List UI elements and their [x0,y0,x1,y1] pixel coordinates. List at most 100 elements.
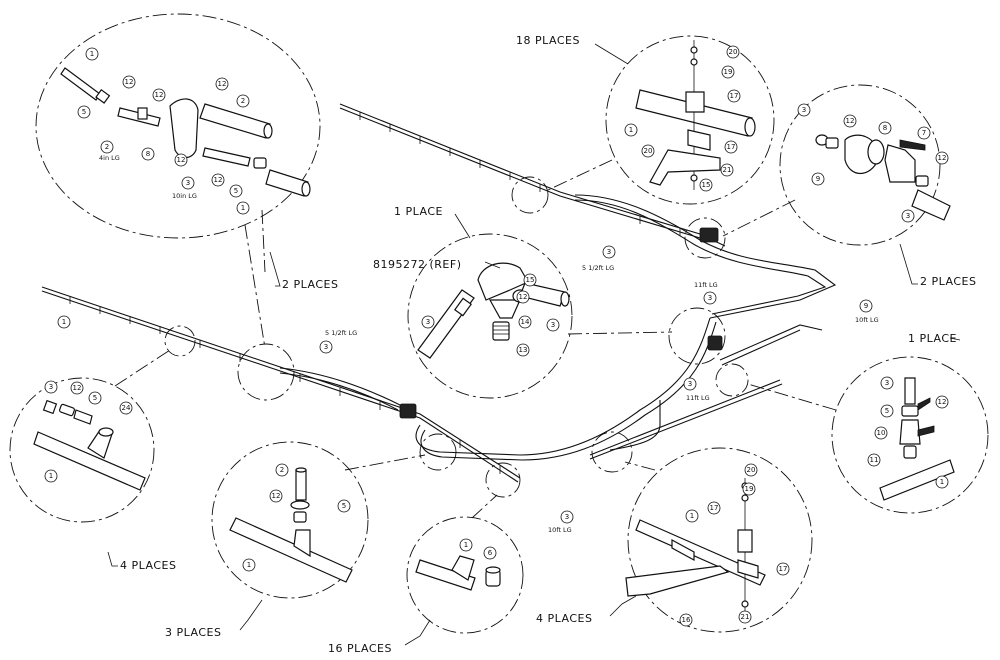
balloon: 8 [146,150,150,158]
balloon: 12 [938,154,947,162]
detail-topleft-parts [60,67,311,197]
label-4-places-bottom: 4 PLACES [536,612,592,625]
detail-circle-topright [605,35,775,205]
balloon: 1 [940,478,944,486]
balloon: 3 [186,179,190,187]
detail-circle-center [407,233,573,399]
balloon: 8 [883,124,887,132]
balloon: 12 [519,293,528,301]
len-10in: 10in LG [172,192,197,200]
balloon: 1 [90,50,94,58]
balloon: 12 [272,492,281,500]
len-4in: 4in LG [99,154,120,162]
balloon: 3 [551,321,555,329]
balloon: 1 [629,126,633,134]
balloon: 12 [73,384,82,392]
label-1-place-right: 1 PLACE [908,332,957,345]
label-leaders [107,43,961,646]
detail-topright-parts [635,40,756,190]
len-11-top: 11ft LG [694,281,718,289]
balloon: 17 [727,143,736,151]
label-2-places-left: 2 PLACES [282,278,338,291]
label-1-place-center: 1 PLACE [394,205,443,218]
balloon: 19 [745,485,754,493]
balloon: 15 [526,276,535,284]
balloon: 24 [122,404,131,412]
balloon: 5 [234,187,238,195]
balloon: 1 [690,512,694,520]
detail-center-parts [417,262,570,359]
balloon: 14 [521,318,530,326]
balloon: 12 [214,176,223,184]
balloon: 20 [644,147,653,155]
balloon: 1 [62,318,66,326]
label-ref-part: 8195272 (REF) [373,258,462,271]
balloon-group: 1 12 5 12 2 12 2 8 12 3 12 5 1 20 19 17 … [44,45,949,627]
balloon: 20 [747,466,756,474]
balloon: 1 [247,561,251,569]
label-18-places: 18 PLACES [516,34,580,47]
label-4-places-left: 4 PLACES [120,559,176,572]
balloon: 2 [105,143,109,151]
balloon: 12 [155,91,164,99]
balloon: 3 [49,383,53,391]
balloon: 13 [519,346,528,354]
balloon: 2 [241,97,245,105]
balloon: 15 [702,181,711,189]
balloon: 9 [864,302,868,310]
len-11-mid: 11ft LG [686,394,710,402]
detail-right1-parts [879,377,955,501]
balloon: 5 [885,407,889,415]
balloon: 3 [688,380,692,388]
balloon: 12 [938,398,947,406]
balloon: 17 [730,92,739,100]
balloon: 5 [93,394,97,402]
balloon: 21 [741,613,750,621]
detail-circle-bottom3 [211,441,369,599]
balloon: 3 [802,106,806,114]
balloon: 3 [607,248,611,256]
balloon: 12 [218,80,227,88]
balloon: 3 [324,343,328,351]
balloon: 3 [426,318,430,326]
len-5half-mid: 5 1/2ft LG [325,329,357,337]
balloon: 17 [710,504,719,512]
balloon: 12 [125,78,134,86]
detail-right-valve-parts [815,134,951,221]
detail-circle-bottom4 [627,447,813,633]
balloon: 11 [870,456,879,464]
detail-bottom16-parts [415,555,501,591]
len-10-right: 10ft LG [855,316,879,324]
balloon: 21 [723,166,732,174]
balloon: 5 [82,108,86,116]
detail-bottom4-parts [625,478,766,620]
len-5half-top: 5 1/2ft LG [582,264,614,272]
label-2-places-right: 2 PLACES [920,275,976,288]
label-16-places: 16 PLACES [328,642,392,655]
balloon: 6 [488,549,493,557]
balloon: 1 [464,541,468,549]
balloon: 3 [565,513,569,521]
detail-circle-right1 [831,356,989,514]
balloon: 2 [280,466,284,474]
detail-left-parts [33,399,146,491]
balloon: 3 [906,212,910,220]
balloon: 10 [877,429,886,437]
main-assembly [41,103,837,483]
balloon: 7 [922,129,926,137]
balloon: 3 [885,379,889,387]
balloon: 19 [724,68,733,76]
balloon: 16 [682,616,691,624]
balloon: 12 [177,156,186,164]
label-3-places: 3 PLACES [165,626,221,639]
balloon: 5 [342,502,346,510]
detail-circle-bottom16 [406,516,524,634]
balloon: 1 [241,204,245,212]
detail-circle-right [779,84,941,246]
balloon: 9 [816,175,820,183]
len-10-bottom: 10ft LG [548,526,572,534]
balloon: 3 [708,294,712,302]
detail-ellipse-topleft [35,13,321,239]
